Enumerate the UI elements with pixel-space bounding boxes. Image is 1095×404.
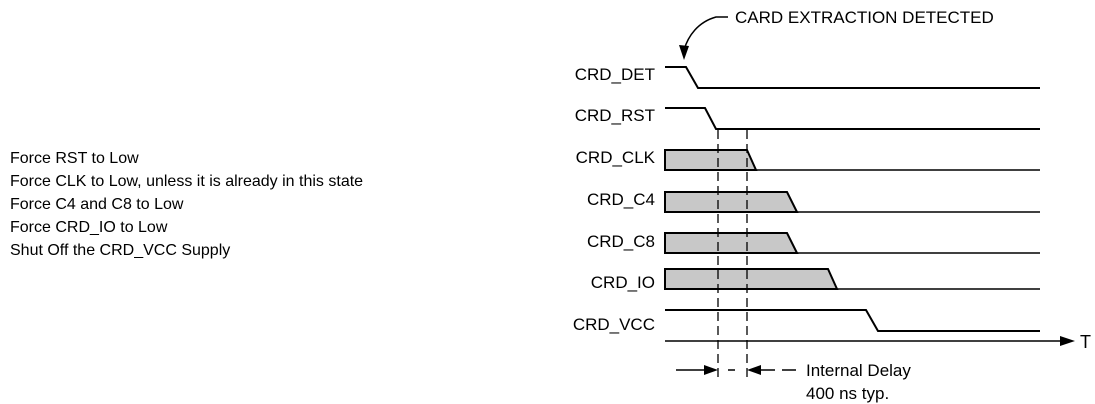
note-force-clk: Force CLK to Low, unless it is already i… — [10, 173, 363, 190]
note-shut-vcc: Shut Off the CRD_VCC Supply — [10, 242, 230, 259]
delay-left-arrowhead — [704, 365, 718, 375]
time-axis: T — [665, 332, 1091, 352]
time-axis-arrowhead — [1060, 336, 1075, 346]
signal-label-crd-io: CRD_IO — [591, 273, 655, 292]
event-annotation: CARD EXTRACTION DETECTED — [679, 8, 994, 60]
waveforms — [664, 66, 1040, 332]
notes-list: Force RST to Low Force CLK to Low, unles… — [10, 150, 363, 259]
note-force-io: Force CRD_IO to Low — [10, 219, 168, 236]
delay-label-line1: Internal Delay — [806, 361, 911, 380]
note-force-rst: Force RST to Low — [10, 150, 139, 167]
waveform-crd-det — [665, 66, 1040, 89]
time-axis-label: T — [1080, 332, 1091, 352]
note-force-c4-c8: Force C4 and C8 to Low — [10, 196, 184, 213]
event-arrowhead — [679, 45, 689, 60]
waveform-crd-io-active — [664, 268, 839, 290]
waveform-crd-vcc — [665, 309, 1040, 332]
waveform-crd-c4-active — [664, 191, 799, 213]
delay-label-line2: 400 ns typ. — [806, 384, 889, 403]
event-label: CARD EXTRACTION DETECTED — [735, 8, 994, 27]
internal-delay-dimension: Internal Delay 400 ns typ. — [676, 361, 911, 403]
waveform-crd-clk-active — [664, 149, 758, 171]
waveform-crd-rst — [665, 107, 1040, 130]
signal-labels: CRD_DET CRD_RST CRD_CLK CRD_C4 CRD_C8 CR… — [573, 65, 656, 334]
signal-label-crd-det: CRD_DET — [575, 65, 655, 84]
signal-label-crd-c4: CRD_C4 — [587, 190, 655, 209]
waveform-crd-c8-active — [664, 232, 799, 254]
signal-label-crd-rst: CRD_RST — [575, 106, 655, 125]
signal-label-crd-clk: CRD_CLK — [576, 148, 656, 167]
signal-label-crd-vcc: CRD_VCC — [573, 315, 655, 334]
signal-label-crd-c8: CRD_C8 — [587, 232, 655, 251]
delay-right-arrowhead — [747, 365, 761, 375]
event-callout-line — [683, 16, 728, 51]
